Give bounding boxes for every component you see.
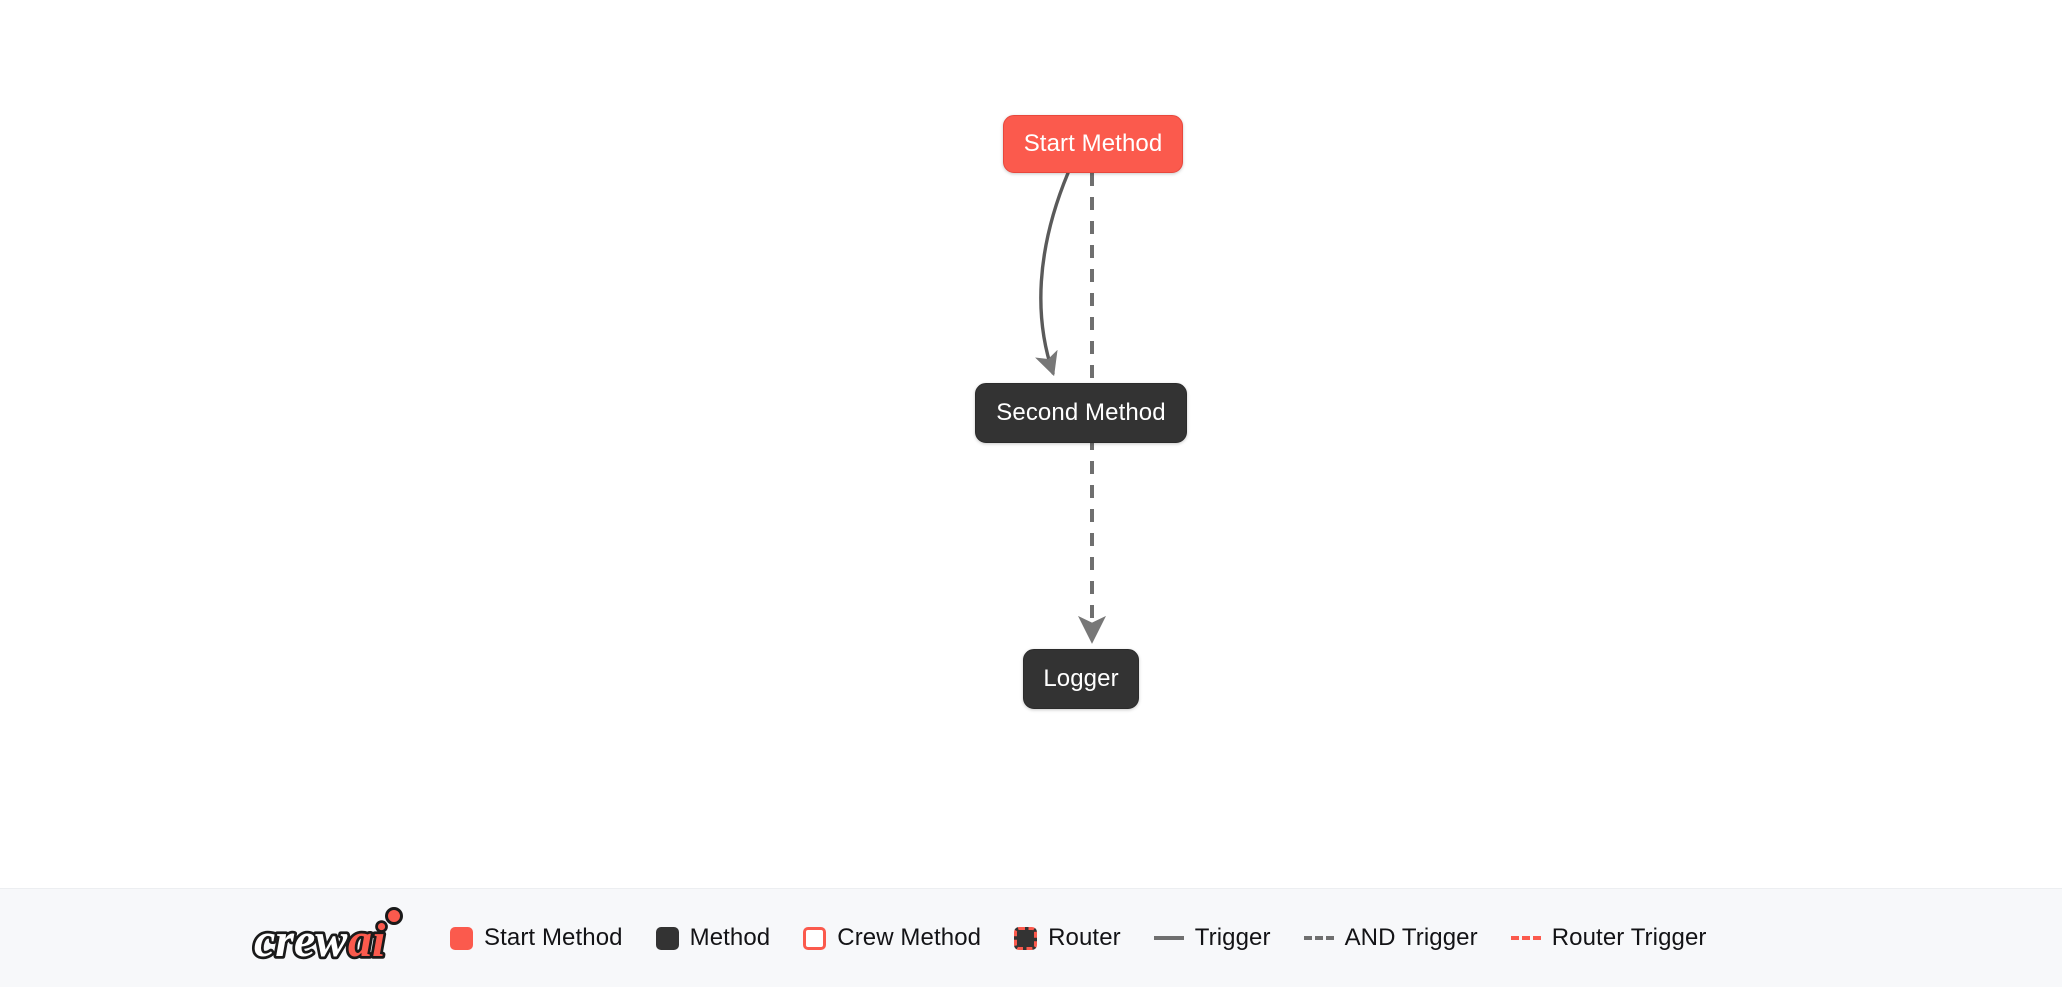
crewai-logo: crew ai [251,907,403,970]
flow-node-start-method[interactable]: Start Method [1003,115,1183,173]
flow-node-second-method[interactable]: Second Method [975,383,1187,443]
legend-bar: crew ai Start Method Method Crew Method … [0,888,2062,987]
legend-item-and-trigger: AND Trigger [1303,924,1478,952]
legend-label: Start Method [484,924,623,951]
legend-label: Router [1048,924,1121,951]
flow-node-label: Second Method [996,399,1166,426]
edge-layer [1035,171,1106,644]
legend-item-router-trigger: Router Trigger [1510,924,1707,952]
legend-label: Router Trigger [1551,924,1707,951]
legend-items: Start Method Method Crew Method Router T… [450,924,1740,952]
legend-label: Trigger [1194,924,1271,951]
svg-text:ai: ai [348,914,386,967]
crew-method-swatch-icon [803,926,827,950]
svg-text:crew: crew [254,914,348,967]
edge-trigger-start-to-second [1035,171,1070,377]
legend-item-method: Method [655,924,771,952]
flow-node-label: Logger [1043,665,1119,692]
legend-item-start-method: Start Method [450,924,623,952]
legend-label: Crew Method [837,924,982,951]
start-method-swatch-icon [450,926,473,950]
legend-label: AND Trigger [1344,924,1478,951]
flow-node-logger[interactable]: Logger [1023,649,1139,709]
legend-item-router: Router [1014,924,1121,952]
router-trigger-line-icon [1510,936,1541,940]
and-trigger-line-icon [1303,936,1334,940]
method-swatch-icon [655,926,679,950]
legend-label: Method [689,924,771,951]
trigger-line-icon [1153,936,1184,940]
flow-canvas[interactable]: Start Method Second Method Logger [0,0,2062,888]
router-swatch-icon [1014,926,1038,950]
legend-item-trigger: Trigger [1153,924,1271,952]
flow-node-label: Start Method [1023,130,1163,157]
legend-item-crew-method: Crew Method [803,924,981,952]
